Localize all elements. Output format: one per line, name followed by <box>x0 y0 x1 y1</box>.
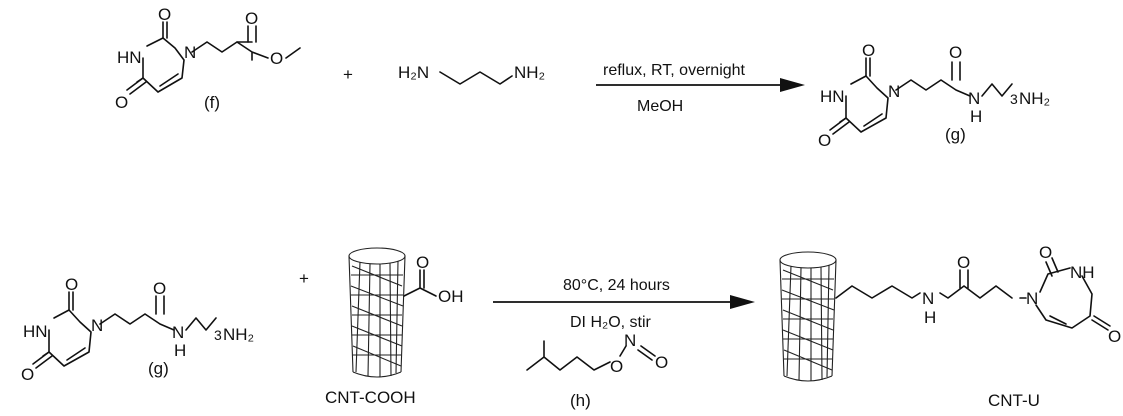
product-cnt-u: N H O N O NH O CNT-U <box>779 243 1121 410</box>
atom-n1-g2: N <box>91 316 103 335</box>
atom-hn-f: HN <box>117 48 142 67</box>
reaction-arrow-2: 80°C, 24 hours DI H₂O, stir <box>493 277 755 331</box>
atom-nh-h-g: H <box>970 107 982 126</box>
compound-f: O HN N O O O (f) <box>115 5 301 112</box>
reagent-h: O N O (h) <box>526 331 668 410</box>
repeat-count-g: 3 <box>1010 91 1018 107</box>
atom-hn-g2: HN <box>23 322 48 341</box>
compound-f-label: (f) <box>204 93 220 112</box>
atom-nh2-g: NH₂ <box>1019 89 1050 108</box>
atom-o-ester-f: O <box>270 49 283 68</box>
atom-nh-h-g2: H <box>174 341 186 360</box>
atom-o-top-g: O <box>862 41 875 60</box>
atom-o-amide-cntu: O <box>957 253 970 272</box>
atom-nh-n-g: N <box>968 89 980 108</box>
atom-o-top-cntu: O <box>1039 243 1052 262</box>
atom-nh-ring-cntu: NH <box>1070 263 1095 282</box>
atom-o-cooh: O <box>416 253 429 272</box>
atom-o-h: O <box>610 357 623 376</box>
atom-o-top-f: O <box>158 5 171 24</box>
atom-o-top-g2: O <box>65 275 78 294</box>
atom-n1-g: N <box>888 82 900 101</box>
compound-g-reactant: O HN N O O N H 3 NH₂ (g) <box>21 275 254 384</box>
compound-g2-label: (g) <box>148 359 169 378</box>
atom-o-amide-g2: O <box>153 279 166 298</box>
atom-o-amide-g: O <box>949 43 962 62</box>
cnt-cooh-label: CNT-COOH <box>325 388 416 407</box>
diamine-right-nh2: NH₂ <box>514 63 545 82</box>
carbon-nanotube-icon <box>348 247 406 378</box>
atom-o-bottom-g: O <box>818 131 831 150</box>
conditions-bottom-1: MeOH <box>637 98 683 115</box>
atom-hn-g: HN <box>820 87 845 106</box>
compound-g-label: (g) <box>945 125 966 144</box>
plus-sign-2: + <box>299 269 309 288</box>
compound-g-product: O HN N O O N H 3 NH₂ (g) <box>818 41 1050 150</box>
reagent-h-label: (h) <box>570 391 591 410</box>
carbon-nanotube-icon-product <box>779 251 837 382</box>
reaction-arrow-1: reflux, RT, overnight MeOH <box>596 62 805 115</box>
atom-o-ester-carbonyl-f: O <box>245 9 258 28</box>
cnt-cooh: O OH CNT-COOH <box>325 247 464 407</box>
atom-nh-n-cntu: N <box>922 289 934 308</box>
atom-nh2-g2: NH₂ <box>223 325 254 344</box>
atom-n1-cntu: N <box>1026 289 1038 308</box>
repeat-count-g2: 3 <box>214 327 222 343</box>
product-cnt-u-label: CNT-U <box>988 391 1040 410</box>
atom-o2-h: O <box>655 353 668 372</box>
atom-nh-n-g2: N <box>172 323 184 342</box>
atom-n-h: N <box>624 331 636 350</box>
conditions-top-1: reflux, RT, overnight <box>603 62 746 79</box>
conditions-top-2: 80°C, 24 hours <box>563 277 670 294</box>
atom-o-bottom-g2: O <box>21 365 34 384</box>
atom-o-right-cntu: O <box>1108 327 1121 346</box>
atom-o-bottom-f: O <box>115 93 128 112</box>
atom-oh-cooh: OH <box>438 287 464 306</box>
diamine-left-nh2: H₂N <box>398 63 429 82</box>
atom-n1-f: N <box>184 43 196 62</box>
diamine: H₂N NH₂ <box>398 63 545 85</box>
conditions-bottom-2: DI H₂O, stir <box>570 314 652 331</box>
atom-nh-h-cntu: H <box>924 308 936 327</box>
plus-sign-1: + <box>343 65 353 84</box>
